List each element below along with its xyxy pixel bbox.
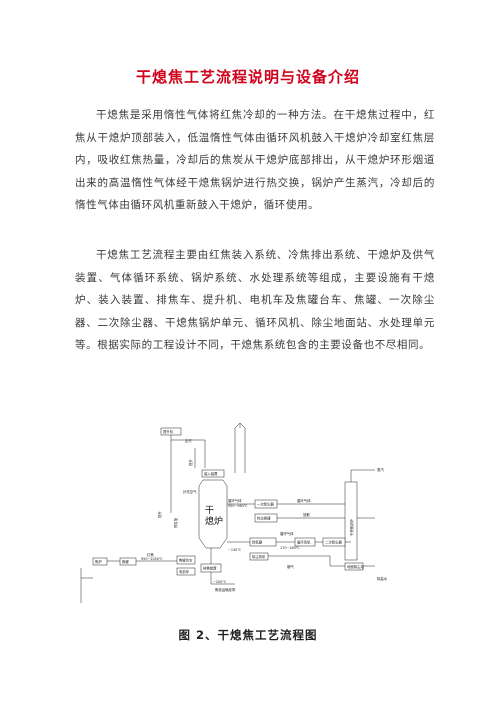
coke-tank-box: [119, 557, 137, 566]
locomotive-box: [176, 567, 196, 576]
boiler-label: 干熄焦锅炉: [349, 518, 354, 536]
bypass-label: 放散: [303, 512, 310, 517]
water-label: 除盐水: [377, 576, 388, 581]
lift-side-label: 提升: [188, 459, 193, 466]
dust1-label: 一次除尘器: [257, 502, 275, 507]
charging-label: 装入装置: [204, 471, 218, 476]
furnace-label-2: 熄: [205, 515, 214, 527]
furnace-body: [198, 479, 228, 549]
paragraph-system: 干熄焦工艺流程主要由红焦装入系统、冷焦排出系统、干熄炉及供气装置、气体循环系统、…: [75, 249, 435, 351]
ground-label: 地面除尘站: [347, 564, 365, 569]
coke-oven-box: [92, 557, 108, 566]
coke-oven-label: 焦炉: [95, 559, 102, 564]
furnace-label-1: 干: [205, 505, 214, 516]
belt-label: 焦炭运输皮带: [215, 587, 236, 592]
pump-label: 除氧器: [252, 540, 263, 545]
process-flow-diagram: 提升机 走行 提升 提升 装入装置 干 熄 炉 补充空气 预存室 循环气体 90…: [75, 418, 423, 604]
flue-line: [268, 555, 345, 567]
steam-line: [350, 469, 375, 482]
dust-fan-box: [249, 552, 269, 561]
temp-in-label: ~130℃: [228, 548, 241, 552]
temp-out-label: 900~980℃: [228, 504, 248, 508]
top-arrow-1: [234, 422, 246, 473]
page-title: 干熄焦工艺流程说明与设备介绍: [135, 68, 360, 86]
furnace-label-3: 炉: [214, 515, 223, 527]
coke-tank-label: 焦罐: [122, 559, 129, 564]
temp-red-label: 950~1050℃: [141, 557, 163, 561]
steam-label: 蒸汽: [377, 467, 384, 472]
cool-coke-label: ~200℃: [213, 580, 226, 584]
red-coke-label: 红焦: [147, 552, 154, 557]
makeup-label: 补充空气: [183, 489, 197, 494]
gas-out-label: 循环气体: [228, 498, 242, 503]
temp-mid-label: 170~180℃: [280, 546, 300, 550]
prechamber-label: 预存室: [173, 517, 178, 528]
car-box: [176, 555, 196, 565]
lift-label: 提升: [157, 511, 162, 518]
locomotive-label: 电机车: [179, 569, 190, 574]
cool-coke-line: [210, 572, 235, 585]
travel-label: 走行: [185, 438, 192, 443]
dust-fan-label: 除尘风机: [252, 554, 266, 559]
gas-line-label: 循环气体: [297, 498, 311, 503]
fan-label: 循环风机: [297, 540, 311, 545]
gas-in-label: 循环气体: [280, 531, 294, 536]
car-label: 焦罐台车: [179, 558, 193, 563]
ground-box: [344, 562, 364, 571]
lifter-label: 提升机: [163, 429, 174, 434]
heat-ex-label: 热交换器: [257, 516, 271, 521]
figure-caption: 图 2、干熄焦工艺流程图: [178, 628, 318, 642]
dust2-label: 二次除尘器: [325, 540, 343, 545]
flue-label: 烟气: [287, 564, 294, 569]
charging-box: [201, 469, 225, 478]
paragraph-intro: 干熄焦是采用惰性气体将红焦冷却的一种方法。在干熄焦过程中，红焦从干熄炉顶部装入，…: [75, 109, 435, 211]
discharge-label: 排焦装置: [203, 566, 217, 571]
lifter-line: [170, 435, 206, 468]
